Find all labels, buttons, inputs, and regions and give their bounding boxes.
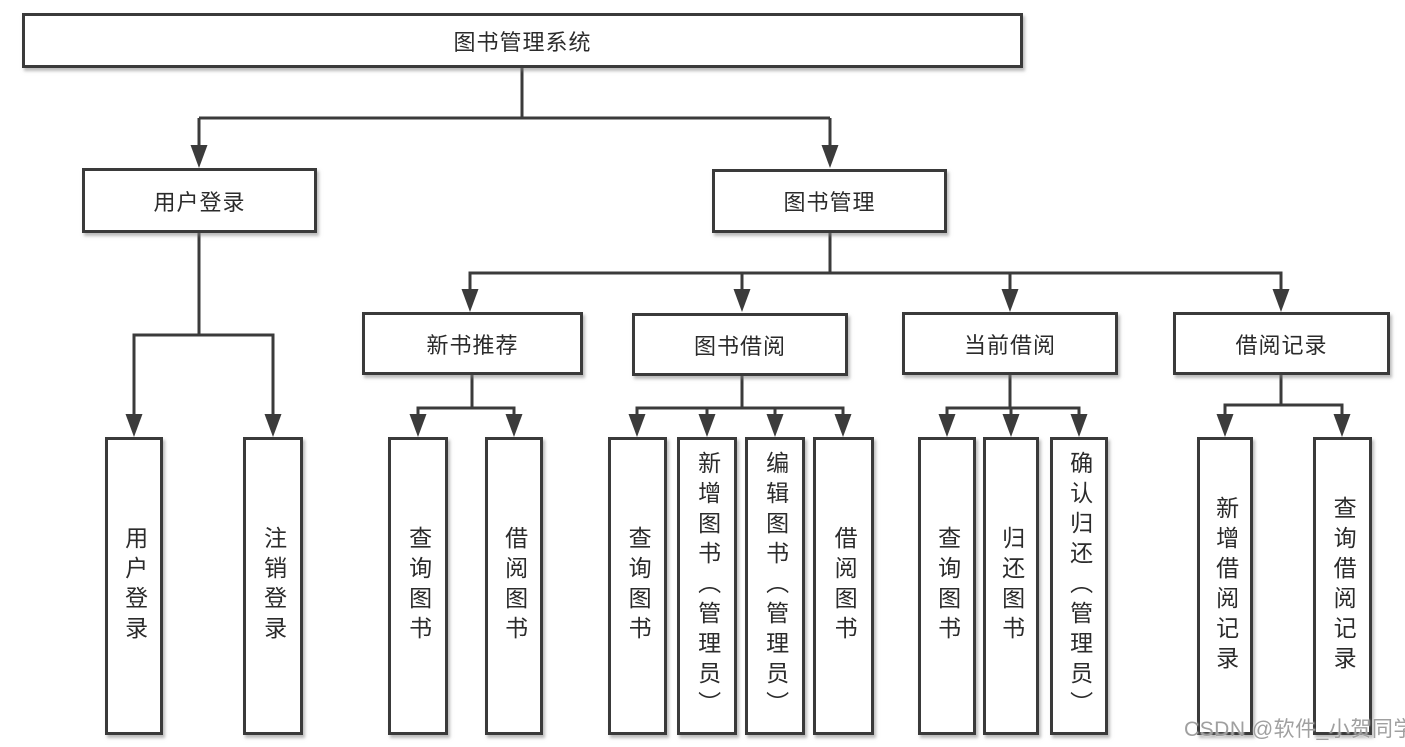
leaf-label: 归还图书 [998,526,1025,646]
leaf-label: 注销登录 [260,526,287,646]
leaf-user-login: 用户登录 [105,437,163,735]
leaf-query-books-recommend: 查询图书 [388,437,448,735]
arrowhead-down-icon [264,414,282,437]
leaf-label: 新增图书（管理员） [694,451,721,721]
node-borrow-records: 借阅记录 [1173,312,1390,375]
arrowhead-down-icon [1002,414,1020,437]
connector-line [635,406,845,418]
leaf-label: 借阅图书 [501,526,528,646]
leaf-borrow-books: 借阅图书 [813,437,874,735]
leaf-label: 用户登录 [121,526,148,646]
arrowhead-down-icon [1070,414,1088,437]
leaf-label: 查询借阅记录 [1330,496,1357,676]
leaf-query-books-borrow: 查询图书 [608,437,667,735]
leaf-label: 新增借阅记录 [1212,496,1239,676]
node-book-borrow: 图书借阅 [632,313,848,376]
arrowhead-down-icon [938,414,956,437]
leaf-borrow-books-recommend: 借阅图书 [485,437,543,735]
leaf-return-books: 归还图书 [983,437,1039,735]
leaf-add-books-admin: 新增图书（管理员） [677,437,737,735]
csdn-watermark: CSDN @软件_小贺同学 [1184,718,1405,741]
arrowhead-down-icon [766,414,784,437]
node-user-login: 用户登录 [82,168,317,233]
arrowhead-down-icon [125,414,143,437]
leaf-query-books-current: 查询图书 [918,437,976,735]
connector-line [945,406,1081,418]
leaf-logout: 注销登录 [243,437,303,735]
arrowhead-down-icon [628,414,646,437]
arrowhead-down-icon [834,414,852,437]
leaf-label: 查询图书 [405,526,432,646]
node-library-management-system: 图书管理系统 [22,13,1023,68]
arrowhead-down-icon [1272,289,1290,312]
arrowhead-down-icon [1216,414,1234,437]
arrowhead-down-icon [733,289,751,312]
node-book-management: 图书管理 [712,169,947,233]
arrowhead-down-icon [505,414,523,437]
arrowhead-down-icon [1333,414,1351,437]
leaf-label: 编辑图书（管理员） [762,451,789,721]
arrowhead-down-icon [1001,289,1019,312]
connector-line [416,406,516,418]
node-current-borrow: 当前借阅 [902,312,1118,375]
leaf-label: 查询图书 [625,526,652,646]
connector-line [132,333,275,418]
leaf-add-borrow-record: 新增借阅记录 [1197,437,1253,735]
leaf-label: 查询图书 [934,526,961,646]
node-new-book-recommend: 新书推荐 [362,312,583,375]
leaf-label: 确认归还（管理员） [1066,451,1093,721]
arrowhead-down-icon [409,414,427,437]
connector-line [468,271,1283,294]
arrowhead-down-icon [190,145,208,168]
leaf-edit-books-admin: 编辑图书（管理员） [745,437,805,735]
arrowhead-down-icon [698,414,716,437]
leaf-query-borrow-record: 查询借阅记录 [1313,437,1372,735]
connector-line [1223,403,1344,418]
arrowhead-down-icon [821,145,839,168]
leaf-confirm-return-admin: 确认归还（管理员） [1050,437,1108,735]
leaf-label: 借阅图书 [831,526,858,646]
arrowhead-down-icon [461,289,479,312]
